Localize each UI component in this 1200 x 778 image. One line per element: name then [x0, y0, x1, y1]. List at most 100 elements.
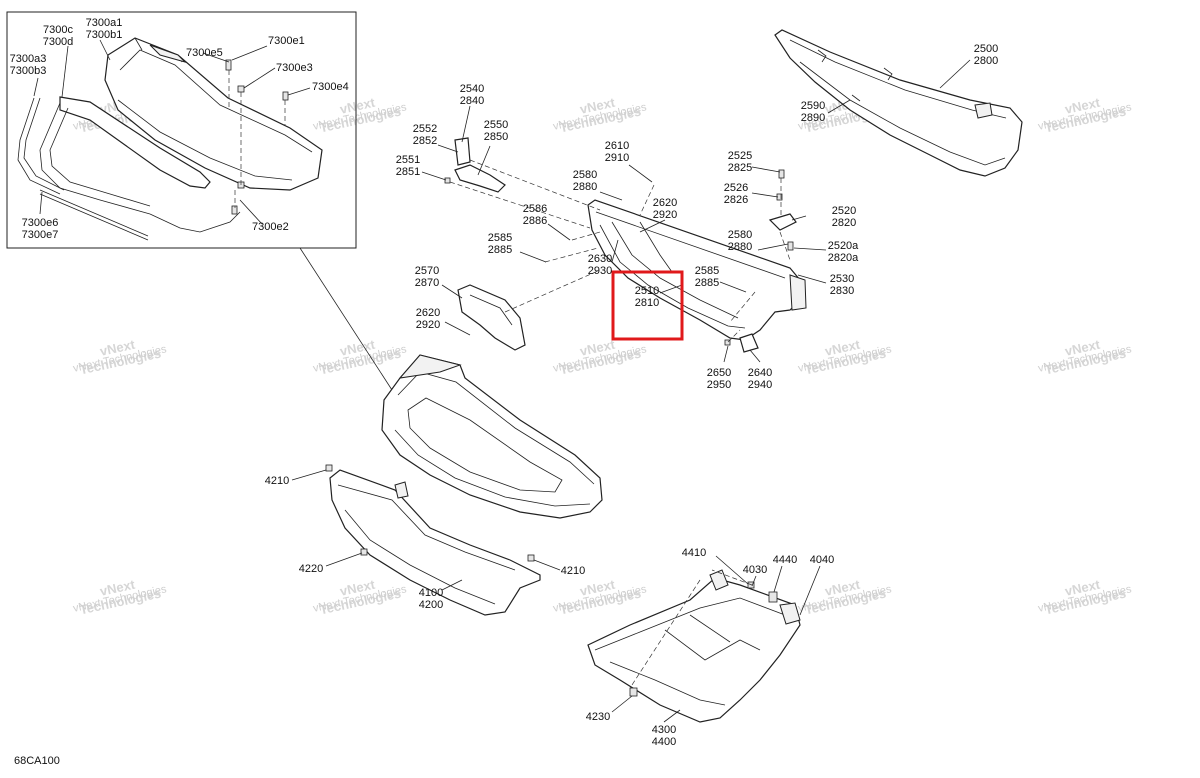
- label-2920-a: 2920: [653, 209, 677, 221]
- label-2880-a: 2880: [573, 181, 597, 193]
- latch-2540: [454, 137, 471, 166]
- label-2885-b: 2885: [695, 277, 719, 289]
- label-2540: 2540: [460, 83, 484, 95]
- label-2820a: 2820a: [828, 252, 859, 264]
- label-2885-a: 2885: [488, 244, 512, 256]
- label-4410: 4410: [682, 547, 706, 559]
- label-2551: 2551: [396, 154, 420, 166]
- inset-frame-tube: [39, 96, 241, 233]
- label-4100: 4100: [419, 587, 443, 599]
- svg-text:vNext: vNext: [579, 577, 617, 599]
- label-2852: 2852: [413, 135, 437, 147]
- label-2586: 2586: [523, 203, 547, 215]
- door-handle-bracket-2550: [454, 164, 506, 193]
- label-2580-b: 2580: [728, 229, 752, 241]
- label-2890: 2890: [801, 112, 825, 124]
- diagram-code: 68CA100: [14, 755, 60, 767]
- label-2550: 2550: [484, 119, 508, 131]
- label-2940: 2940: [748, 379, 772, 391]
- label-2590: 2590: [801, 100, 825, 112]
- label-2800: 2800: [974, 55, 998, 67]
- label-7300d: 7300d: [43, 36, 74, 48]
- inset-leader-line: [299, 247, 393, 391]
- label-7300e5: 7300e5: [186, 47, 223, 59]
- label-7300e7: 7300e7: [22, 229, 59, 241]
- label-2826: 2826: [724, 194, 748, 206]
- label-2585-b: 2585: [695, 265, 719, 277]
- label-2870: 2870: [415, 277, 439, 289]
- inset-detail-box: [6, 11, 357, 249]
- label-2650: 2650: [707, 367, 731, 379]
- label-4300: 4300: [652, 724, 676, 736]
- svg-text:vNext: vNext: [339, 577, 377, 599]
- label-2520a: 2520a: [828, 240, 859, 252]
- hinge-bracket-2520: [768, 213, 797, 231]
- label-2510: 2510: [635, 285, 659, 297]
- label-7300a3: 7300a3: [10, 53, 47, 65]
- label-7300e2: 7300e2: [252, 221, 289, 233]
- inset-hardware: [33, 39, 311, 225]
- highlight-box: [611, 270, 684, 341]
- label-2620-b: 2620: [416, 307, 440, 319]
- label-2850: 2850: [484, 131, 508, 143]
- svg-text:vNext: vNext: [824, 577, 862, 599]
- label-4030: 4030: [743, 564, 767, 576]
- lower-door-panel-4100: [329, 469, 541, 616]
- label-2920-b: 2920: [416, 319, 440, 331]
- svg-text:vNext: vNext: [579, 95, 617, 117]
- label-4220: 4220: [299, 563, 323, 575]
- label-2825: 2825: [728, 162, 752, 174]
- label-7300e1: 7300e1: [268, 35, 305, 47]
- label-4230: 4230: [586, 711, 610, 723]
- callout-labels: 7300c 7300d 7300a1 7300b1 7300e5 7300e1 …: [10, 17, 999, 767]
- label-7300a1: 7300a1: [86, 17, 123, 29]
- svg-text:vNext: vNext: [339, 95, 377, 117]
- skid-plate-4300: [587, 569, 801, 723]
- label-2530: 2530: [830, 273, 854, 285]
- hardware-fasteners: [325, 169, 794, 697]
- label-4400: 4400: [652, 736, 676, 748]
- svg-text:vNext: vNext: [579, 337, 617, 359]
- label-7300b3: 7300b3: [10, 65, 47, 77]
- label-2630: 2630: [588, 253, 612, 265]
- door-inner-panel-2500: [774, 29, 1023, 177]
- label-2880-b: 2880: [728, 241, 752, 253]
- label-2525: 2525: [728, 150, 752, 162]
- label-7300b1: 7300b1: [86, 29, 123, 41]
- label-2585-a: 2585: [488, 232, 512, 244]
- label-7300c: 7300c: [43, 24, 73, 36]
- label-2851: 2851: [396, 166, 420, 178]
- label-2610: 2610: [605, 140, 629, 152]
- svg-text:vNext: vNext: [1064, 337, 1102, 359]
- label-4210-b: 4210: [561, 565, 585, 577]
- label-2620-a: 2620: [653, 197, 677, 209]
- label-7300e6: 7300e6: [22, 217, 59, 229]
- inset-door-panel: [104, 37, 323, 191]
- label-4200: 4200: [419, 599, 443, 611]
- door-outer-shell: [381, 354, 603, 519]
- label-2500: 2500: [974, 43, 998, 55]
- svg-text:vNext: vNext: [824, 337, 862, 359]
- label-2520: 2520: [832, 205, 856, 217]
- assembly-dashed-lines: [449, 159, 791, 689]
- label-2526: 2526: [724, 182, 748, 194]
- svg-text:vNext: vNext: [99, 577, 137, 599]
- door-stop-2640: [739, 333, 759, 353]
- label-2840: 2840: [460, 95, 484, 107]
- label-4040: 4040: [810, 554, 834, 566]
- label-2580-a: 2580: [573, 169, 597, 181]
- inset-seal-strip: [17, 97, 149, 241]
- label-2552: 2552: [413, 123, 437, 135]
